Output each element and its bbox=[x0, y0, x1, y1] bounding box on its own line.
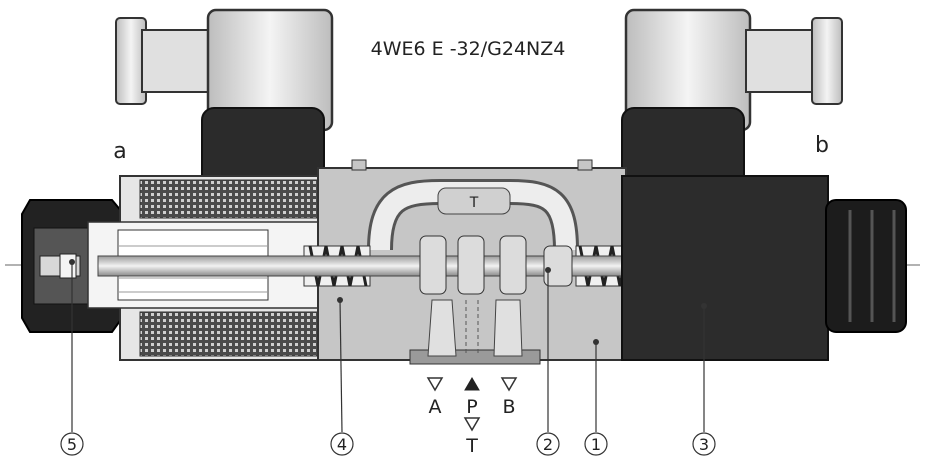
channel-label-t: T bbox=[469, 195, 479, 211]
port-b-symbol bbox=[500, 377, 518, 392]
callout-4-circle bbox=[330, 432, 354, 456]
right-connector-plug bbox=[621, 8, 843, 195]
callout-2-circle bbox=[536, 432, 560, 456]
port-p-symbol bbox=[464, 377, 480, 391]
callout-3: 3 bbox=[699, 435, 709, 454]
port-p-label: P bbox=[466, 396, 477, 418]
port-t-label: T bbox=[465, 435, 478, 457]
left-connector-plug bbox=[115, 8, 334, 195]
side-label-a: a bbox=[113, 139, 126, 164]
callout-dots bbox=[69, 259, 707, 345]
callout-5-circle bbox=[60, 432, 84, 456]
callout-5: 5 bbox=[67, 435, 77, 454]
callouts: 5 4 2 1 3 bbox=[60, 432, 716, 456]
callout-1: 1 bbox=[591, 435, 601, 454]
port-a-label: A bbox=[429, 396, 442, 418]
spool-lands bbox=[419, 235, 573, 295]
callout-3-circle bbox=[692, 432, 716, 456]
right-coil bbox=[621, 175, 907, 361]
port-b-label: B bbox=[502, 396, 515, 418]
callout-4: 4 bbox=[337, 435, 347, 454]
callout-leaders bbox=[71, 262, 705, 433]
port-t-symbol bbox=[463, 417, 481, 432]
callout-2: 2 bbox=[543, 435, 553, 454]
side-label-b: b bbox=[815, 133, 829, 158]
port-a-symbol bbox=[426, 377, 444, 392]
callout-1-circle bbox=[584, 432, 608, 456]
port-symbols: A P B T bbox=[426, 377, 518, 457]
model-title: 4WE6 E -32/G24NZ4 bbox=[371, 38, 566, 60]
